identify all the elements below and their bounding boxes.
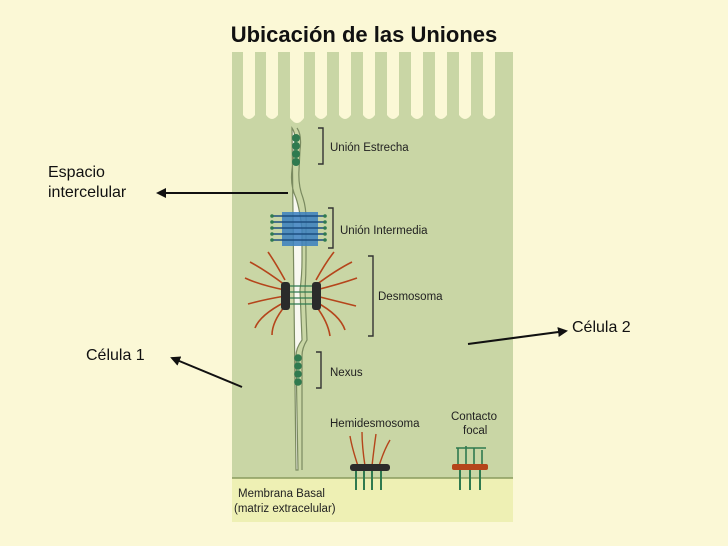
fig-label-nexus: Nexus — [330, 367, 363, 379]
fig-label-membrana-basal: Membrana Basal — [238, 488, 325, 500]
desmosome — [244, 251, 358, 337]
intermediate-junction — [270, 212, 327, 246]
label-celula-2: Célula 2 — [572, 319, 631, 336]
fig-label-union-estrecha: Unión Estrecha — [330, 142, 409, 154]
label-celula-1: Célula 1 — [86, 347, 145, 364]
fig-label-hemidesmosoma: Hemidesmosoma — [330, 418, 420, 430]
label-espacio-line2: intercelular — [48, 184, 127, 201]
arrow-celula2 — [467, 327, 568, 345]
nexus-junction — [294, 354, 302, 386]
arrow-celula1 — [170, 356, 243, 388]
fig-label-desmosoma: Desmosoma — [378, 291, 443, 303]
fig-label-matriz: (matriz extracelular) — [234, 503, 336, 515]
label-espacio-intercelular: Espacio intercelular — [48, 163, 126, 203]
fig-label-focal: focal — [463, 425, 487, 437]
fig-label-contacto: Contacto — [451, 411, 497, 423]
fig-label-union-intermedia: Unión Intermedia — [340, 225, 428, 237]
slide-title: Ubicación de las Uniones — [230, 22, 498, 47]
focal-contact — [452, 446, 488, 490]
tight-junction — [292, 134, 300, 166]
label-espacio-line1: Espacio — [48, 164, 105, 181]
hemidesmosome — [349, 431, 391, 490]
microvilli — [243, 52, 495, 123]
brackets — [316, 127, 374, 389]
